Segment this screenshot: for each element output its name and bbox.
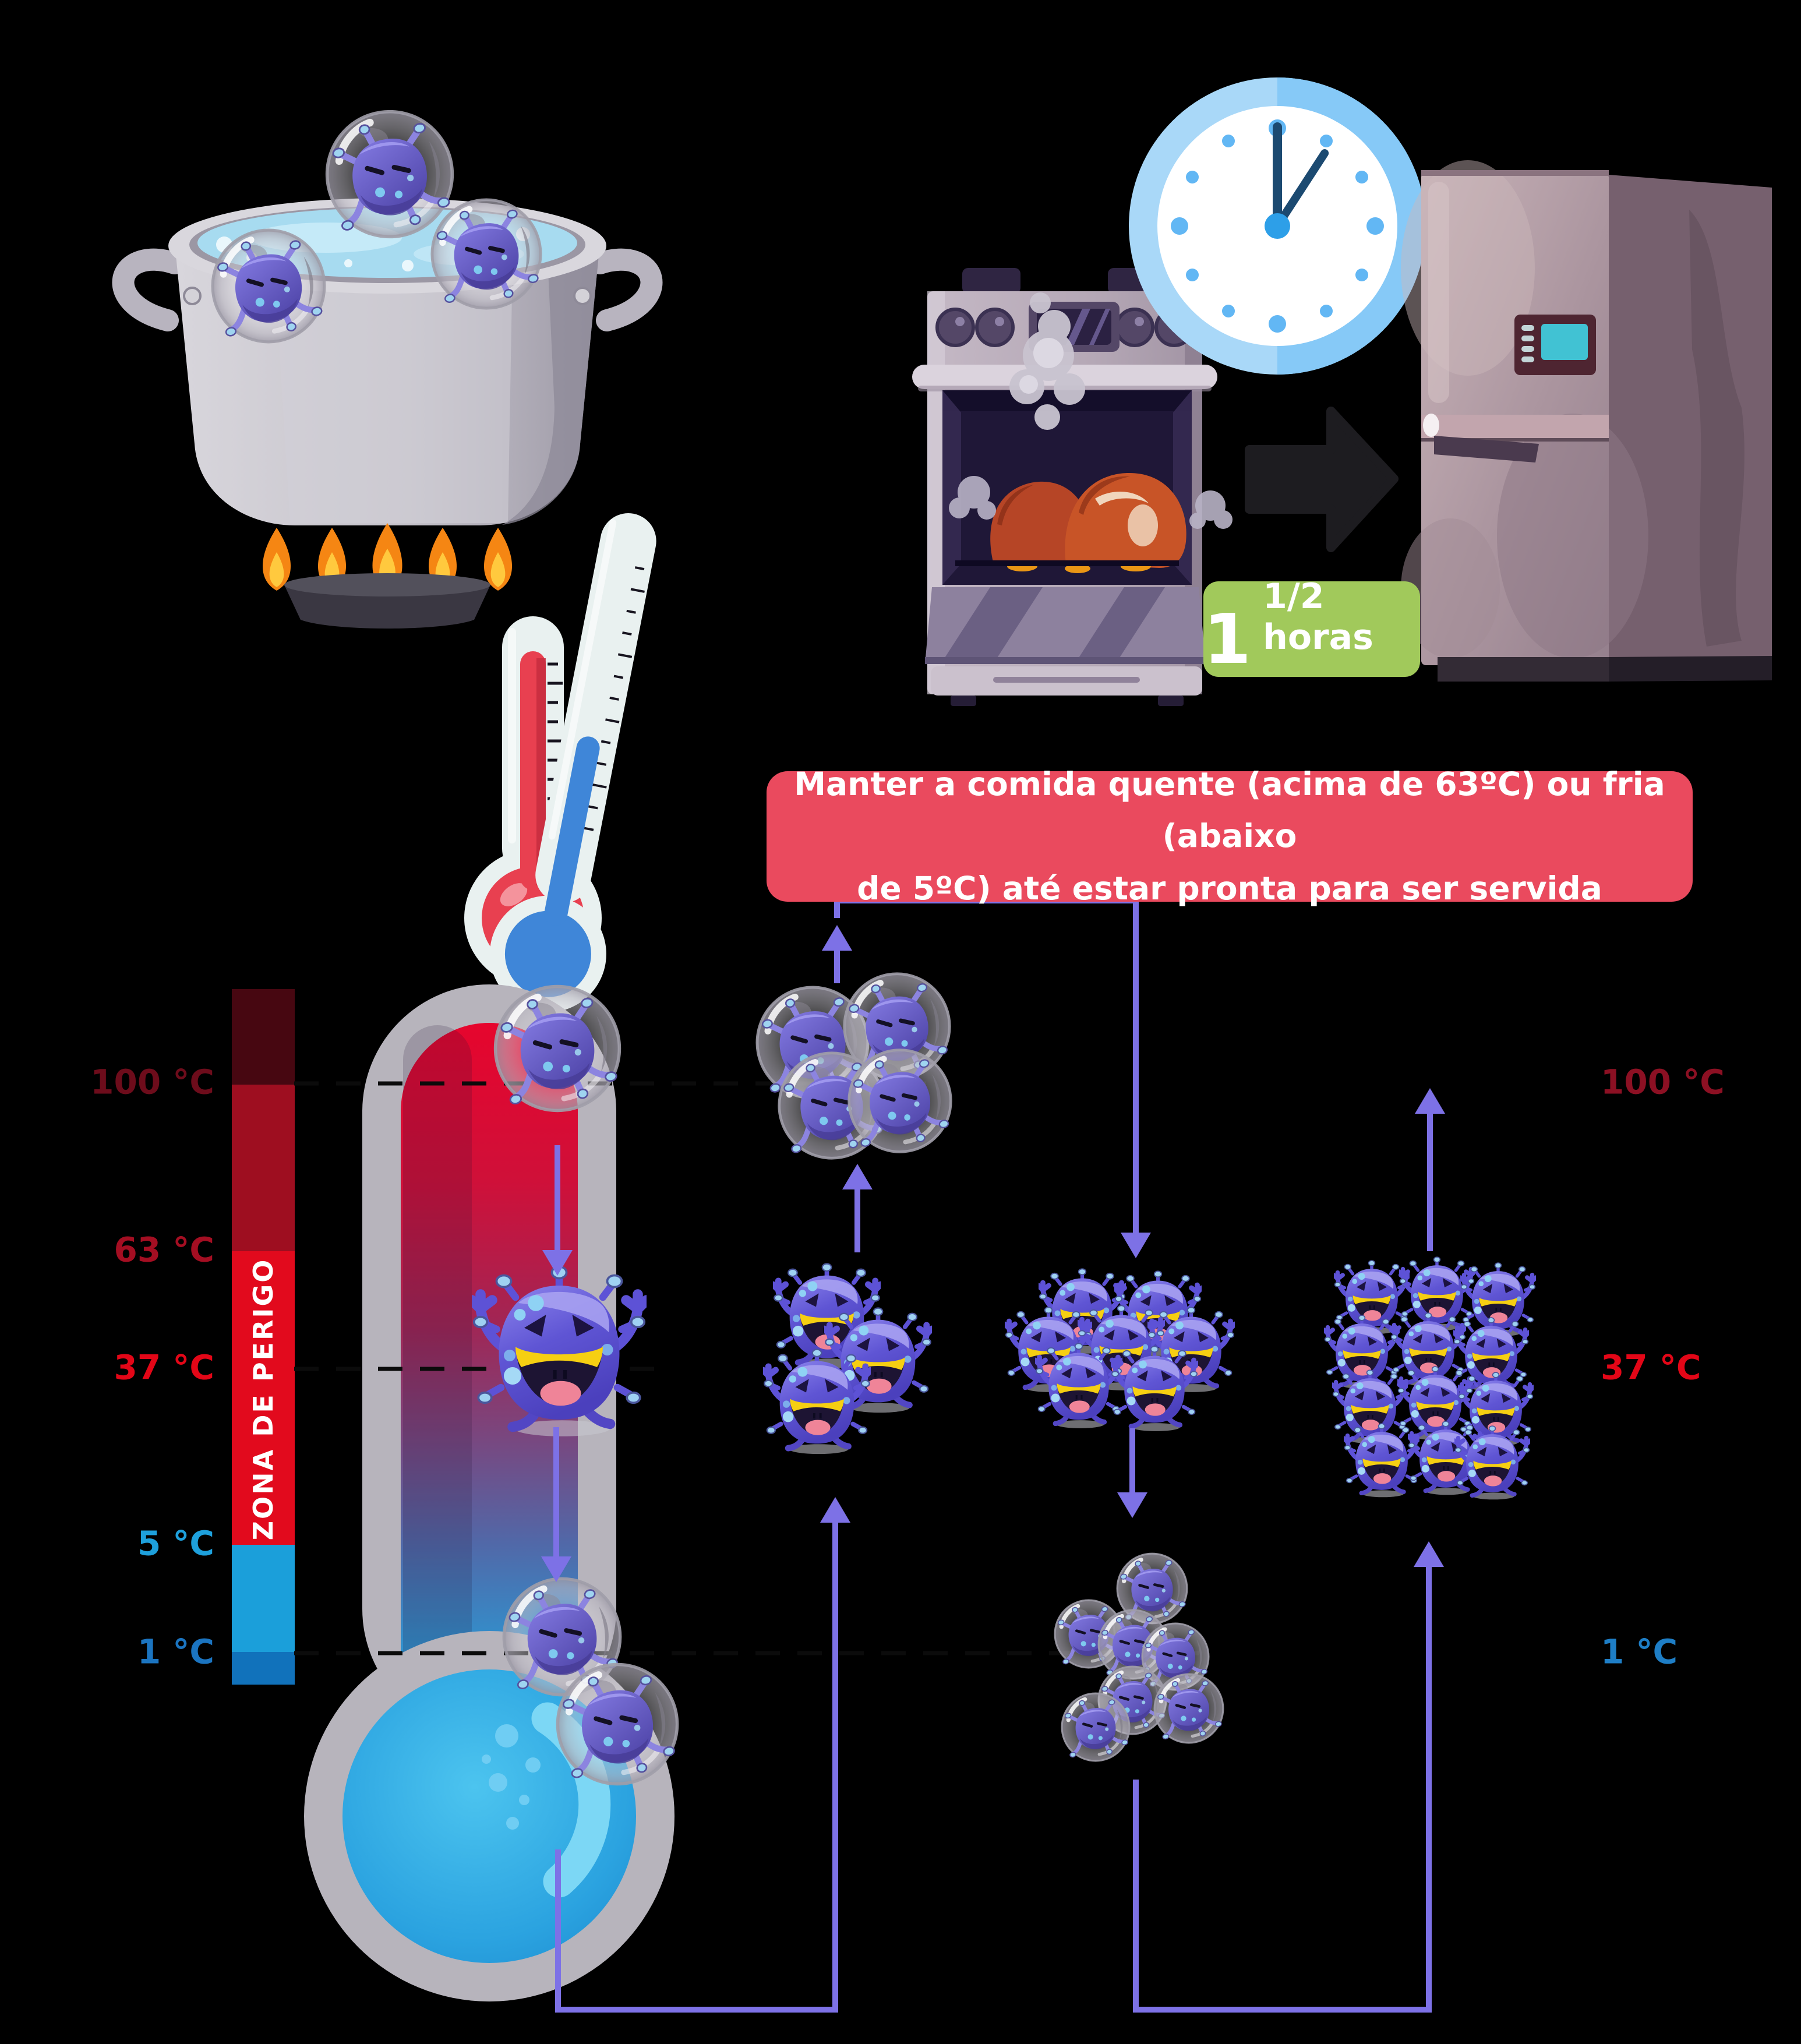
fridge-door-gap xyxy=(1421,415,1609,440)
stage3-frozen-germs xyxy=(1051,1552,1223,1763)
boiling-pot-scene xyxy=(112,110,663,629)
flow-arrowheads xyxy=(541,925,1445,1582)
fridge-handle[interactable] xyxy=(1434,436,1539,463)
active-germ-icon xyxy=(1334,1261,1410,1334)
temp-label-left-63c: 63 °C xyxy=(114,1230,214,1270)
bulb-bubbles xyxy=(482,1724,541,1830)
danger-zone-label: ZONA DE PERIGO xyxy=(248,1258,279,1541)
fridge-handle-knob[interactable] xyxy=(1423,414,1439,437)
gas-burner xyxy=(284,585,490,629)
temp-label-right-1c: 1 °C xyxy=(1601,1632,1678,1672)
stage2-active-germs xyxy=(763,1264,932,1455)
thermometer-ticks xyxy=(584,566,645,831)
clock-hour-hand xyxy=(1270,149,1329,236)
frozen-germ-bubble-icon xyxy=(1058,1692,1129,1763)
oven xyxy=(912,268,1233,706)
pot-handle-right xyxy=(589,248,663,331)
clock xyxy=(1129,77,1426,375)
temp-label-left-37c: 37 °C xyxy=(114,1347,214,1388)
duration-label: 1 1/2 horas xyxy=(1203,576,1420,679)
temperature-scale-bar xyxy=(232,989,295,1685)
banner-line-1: Manter a comida quente (acima de 63ºC) o… xyxy=(794,765,1665,855)
hot-cold-advice-banner: Manter a comida quente (acima de 63ºC) o… xyxy=(767,765,1693,907)
clock-minute-hand xyxy=(1273,122,1282,236)
refrigerator xyxy=(1401,160,1772,682)
banner-line-2: de 5ºC) até estar pronta para ser servid… xyxy=(857,869,1602,907)
pot-handle-left xyxy=(112,248,186,331)
temp-label-left-5c: 5 °C xyxy=(137,1523,214,1563)
temp-label-right-37c: 37 °C xyxy=(1601,1347,1701,1388)
oven-burner-grate xyxy=(962,268,1020,294)
steam xyxy=(949,292,1233,529)
temp-label-left-1c: 1 °C xyxy=(137,1632,214,1672)
temp-label-left-100c: 100 °C xyxy=(90,1062,214,1102)
duration-fraction: 1/2 horas xyxy=(1263,576,1373,658)
stage2-boiled-germs xyxy=(751,972,951,1162)
stage3-active-germs xyxy=(1005,1269,1235,1431)
stage4-active-germs xyxy=(1324,1257,1536,1499)
active-germ-icon xyxy=(1332,1370,1408,1443)
fridge-control-panel[interactable] xyxy=(1514,315,1596,375)
duration-number: 1 xyxy=(1203,598,1252,679)
right-arrow-icon xyxy=(1245,407,1399,552)
flow-arrows xyxy=(553,898,1433,2013)
danger-zone-segment xyxy=(232,1251,295,1545)
temp-label-right-100c: 100 °C xyxy=(1601,1062,1725,1102)
danger-zone-thermometer xyxy=(304,984,675,2001)
cold-thermometer xyxy=(489,513,656,1012)
